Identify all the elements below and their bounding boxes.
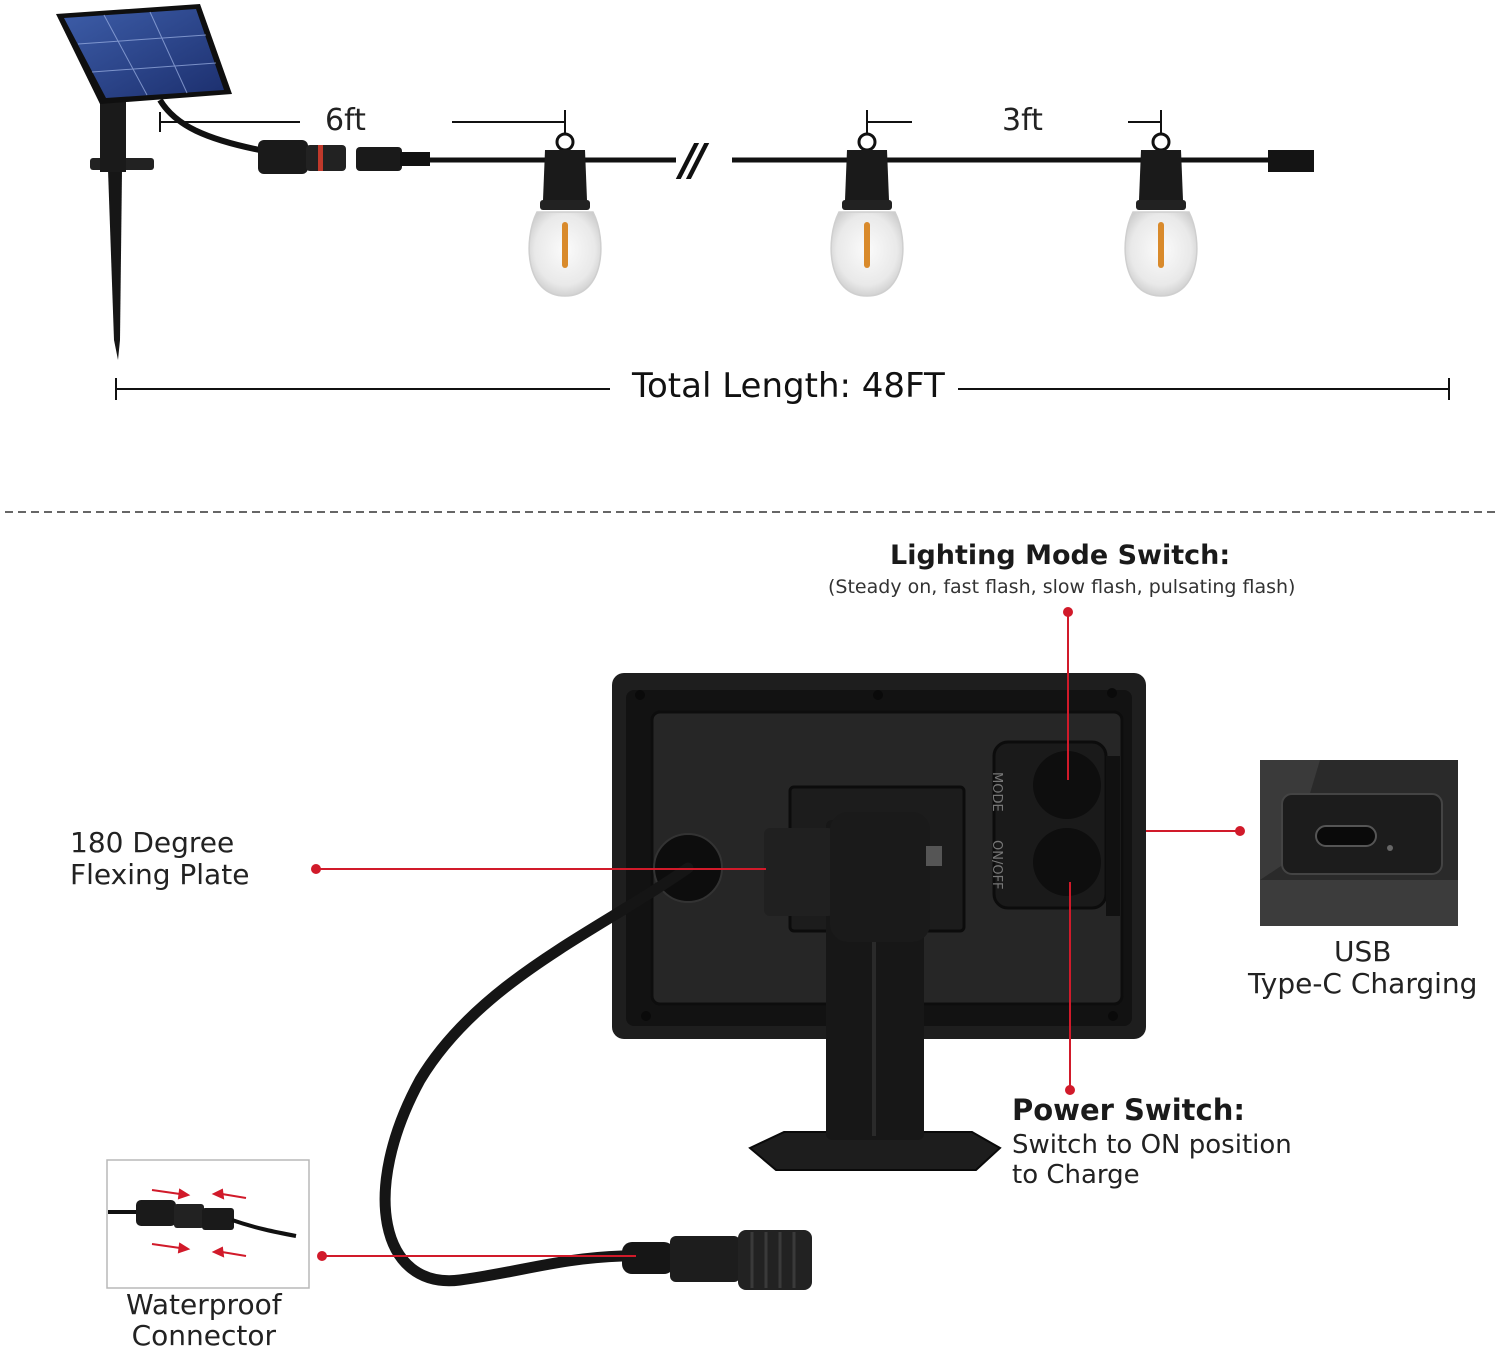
flexing-bracket xyxy=(748,812,1002,1171)
panel-cable xyxy=(379,862,694,1287)
power-switch-line1: Switch to ON position xyxy=(1012,1130,1292,1161)
waterproof-connector-label: Waterproof Connector xyxy=(126,1288,282,1352)
mode-button-label: MODE xyxy=(989,772,1004,812)
lighting-mode-subtitle: (Steady on, fast flash, slow flash, puls… xyxy=(828,576,1296,598)
usb-label: USB Type-C Charging xyxy=(1248,935,1478,1001)
power-switch-title: Power Switch: xyxy=(1012,1093,1245,1127)
dimension-6ft xyxy=(159,110,566,134)
flexing-plate-label: 180 Degree Flexing Plate xyxy=(70,826,250,892)
cable-break-mark: // xyxy=(680,135,706,186)
solar-panel-back xyxy=(612,673,1146,1039)
usb-port-inset xyxy=(1260,760,1458,926)
bulb-spacing-label: 3ft xyxy=(1002,103,1043,138)
power-switch-label: Power Switch: Switch to ON position to C… xyxy=(1012,1093,1292,1191)
string-light-bulb xyxy=(528,132,602,297)
string-light-bulb xyxy=(830,132,904,297)
solar-panel-stake xyxy=(56,4,232,360)
connector-inset xyxy=(106,1159,310,1289)
total-length-line xyxy=(115,378,1450,400)
waterproof-line2: Connector xyxy=(131,1318,276,1352)
power-switch-line2: to Charge xyxy=(1012,1160,1140,1191)
waterproof-connector-plug xyxy=(622,1230,812,1290)
end-cap xyxy=(1268,150,1314,172)
cable-connector xyxy=(258,140,430,174)
flexing-plate-line2: Flexing Plate xyxy=(70,858,250,892)
waterproof-line1: Waterproof xyxy=(126,1288,282,1321)
usb-line1: USB xyxy=(1333,935,1392,968)
usb-line2: Type-C Charging xyxy=(1248,967,1478,1001)
lead-cable-length-label: 6ft xyxy=(325,103,366,138)
flexing-plate-line1: 180 Degree xyxy=(70,826,235,859)
dimension-3ft xyxy=(866,110,1162,134)
lighting-mode-title: Lighting Mode Switch: xyxy=(890,540,1231,571)
string-light-diagram xyxy=(5,4,1500,513)
string-light-bulb xyxy=(1124,132,1198,297)
total-length-label: Total Length: 48FT xyxy=(632,366,945,406)
onoff-button-label: ON/OFF xyxy=(989,840,1004,890)
